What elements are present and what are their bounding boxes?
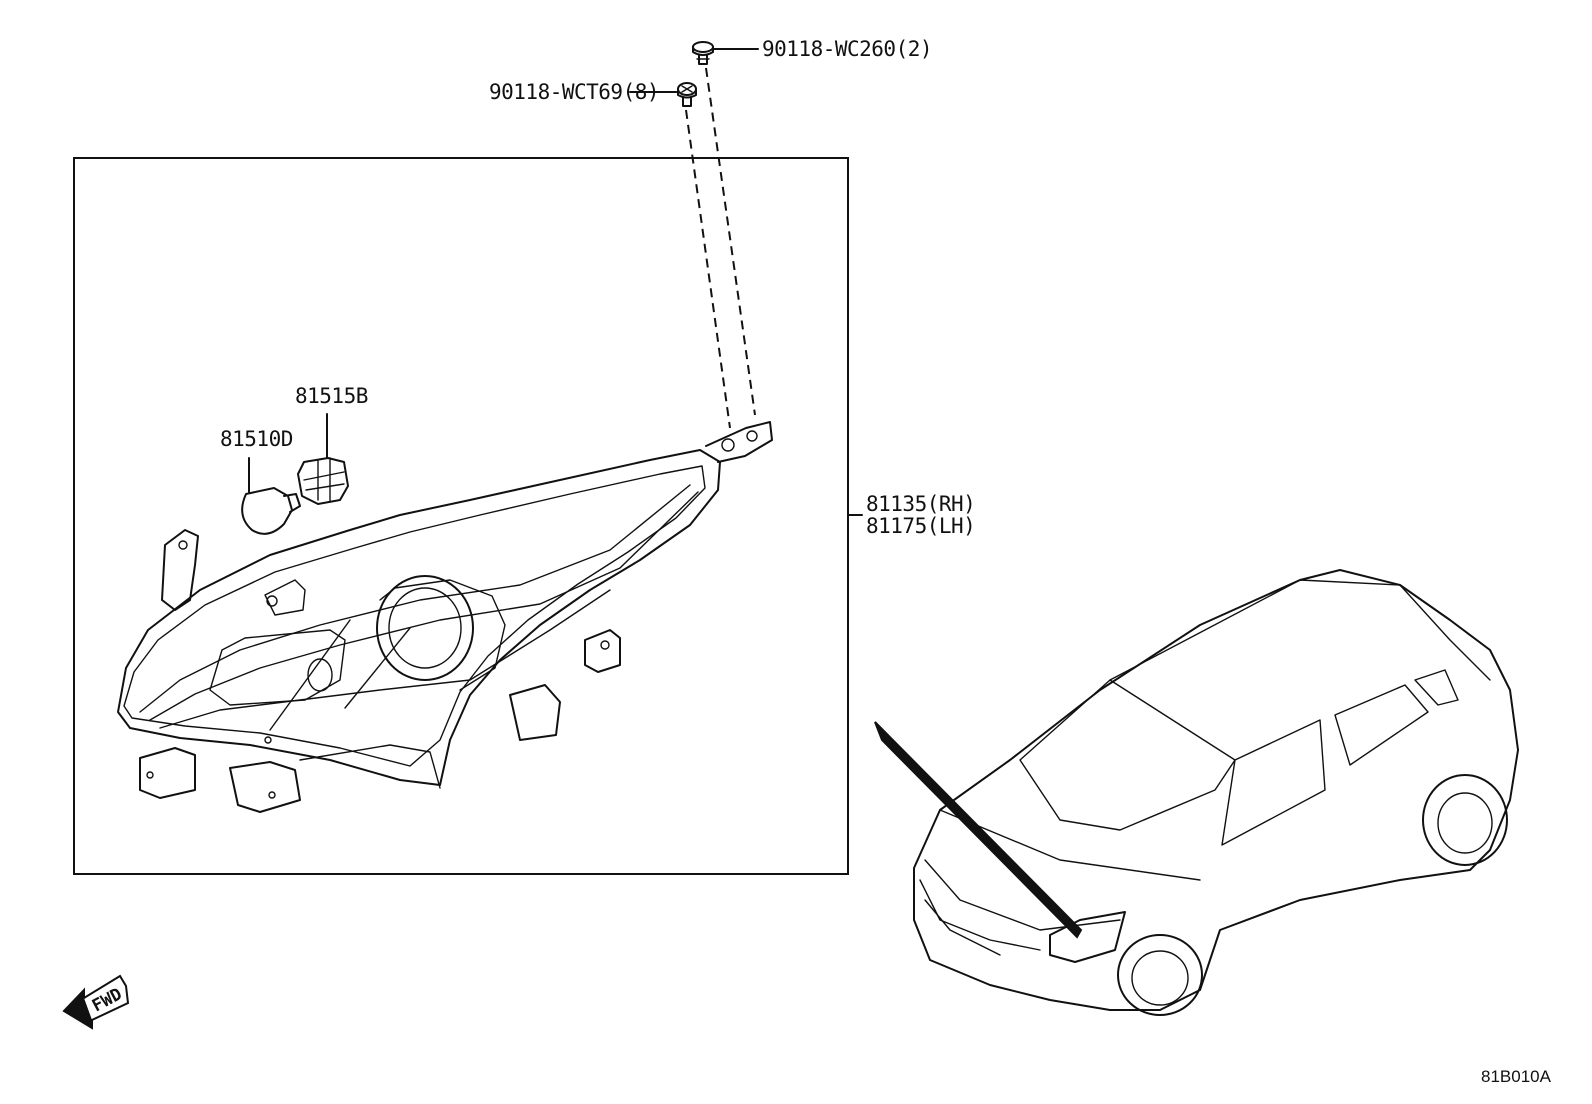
vehicle-icon: [913, 569, 1519, 1016]
install-line-bolt-mid: [685, 109, 731, 429]
assembly-frame: [73, 157, 849, 875]
label-bulb: 81510D: [220, 427, 293, 451]
diagram-code: 81B010A: [1481, 1067, 1552, 1086]
fwd-arrow-icon: FWD: [62, 974, 130, 1030]
pointer-wedge: [874, 721, 1083, 939]
bolt-icon: [677, 82, 697, 107]
bolt-icon: [692, 41, 714, 65]
install-line-bolt-top: [705, 67, 756, 416]
label-bolt-top: 90118-WC260(2): [762, 37, 932, 61]
bulb-icon: [241, 487, 301, 535]
label-headlamp-rh: 81135(RH): [866, 492, 975, 516]
headlamp-icon: [117, 421, 773, 813]
bulb-socket-icon: [297, 457, 349, 505]
label-socket: 81515B: [295, 384, 368, 408]
label-bolt-mid: 90118-WCT69(8): [489, 80, 659, 104]
label-headlamp-lh: 81175(LH): [866, 514, 975, 538]
